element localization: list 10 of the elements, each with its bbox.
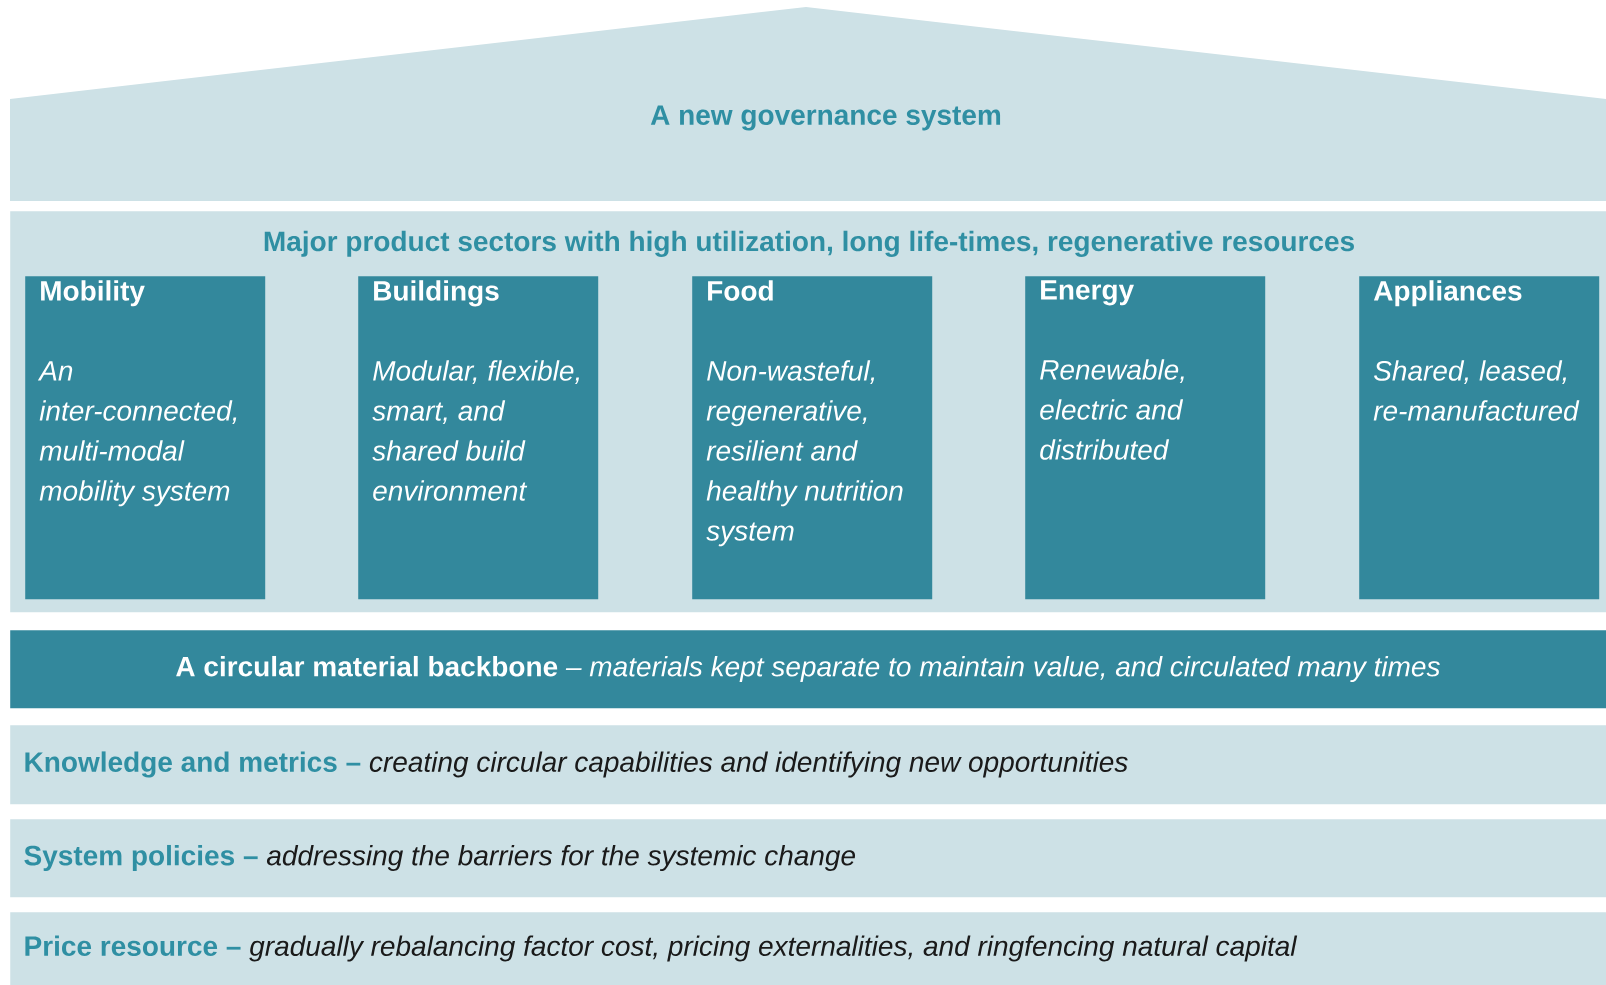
roof-band: A new governance system [10,7,1606,201]
foundation-band: Knowledge and metrics – creating circular capabilities and identifying new opportunities [10,725,1606,805]
sector-box: Food Non-wasteful, regenerative, resilient and healthy nutrition system [692,276,933,600]
sector-box: Buildings Modular, flexible, smart, and shared build environment [358,276,599,600]
foundation-band: Price resource – gradually rebalancing factor cost, pricing externalities, and ringfencing natural capital [10,912,1606,985]
backbone-band: A circular material backbone – materials kept separate to maintain value, and circulated many times [10,630,1606,709]
foundation-band: System policies – addressing the barriers for the systemic change [10,819,1606,898]
sector-box: Appliances Shared, leased, re-manufactured [1359,276,1600,600]
sector-box: Mobility An inter-connected, multi-modal mobility system [25,276,266,600]
sector-box: Energy Renewable, electric and distributed [1025,276,1266,600]
